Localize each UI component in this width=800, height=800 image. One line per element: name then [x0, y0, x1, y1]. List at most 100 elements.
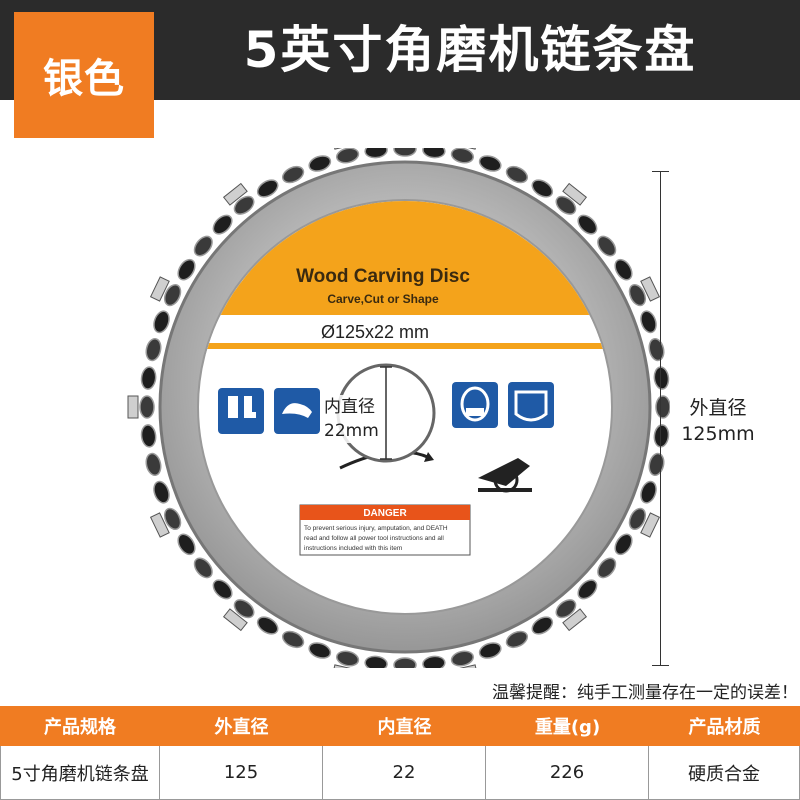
cell-material: 硬质合金 [649, 746, 800, 799]
cell-inner-diameter: 22 [323, 746, 486, 799]
chain-link [555, 195, 577, 215]
chain-link [655, 395, 670, 419]
chain-link [577, 214, 598, 235]
chain-tooth [222, 182, 248, 206]
chain-link [531, 179, 554, 198]
chain-link [555, 599, 577, 619]
chain-link [648, 452, 665, 476]
chain-link [212, 214, 233, 235]
chain-link [233, 599, 255, 619]
chain-link [505, 165, 529, 184]
chain-tooth [127, 395, 139, 419]
boots-icon [218, 388, 264, 434]
disc-brand-title: Wood Carving Disc [296, 266, 470, 287]
header-inner-diameter: 内直径 [377, 717, 432, 738]
chain-link [422, 655, 446, 668]
svg-text:To prevent serious injury, amp: To prevent serious injury, amputation, a… [304, 525, 448, 532]
chain-link [308, 642, 332, 659]
cell-spec: 5寸角磨机链条盘 [0, 746, 160, 799]
chain-link [308, 155, 332, 172]
chain-link [653, 366, 670, 390]
header-material: 产品材质 [688, 717, 761, 738]
chain-link [336, 650, 360, 667]
chain-link [193, 235, 213, 257]
outer-dimension-cap-top [652, 171, 669, 172]
chain-link [648, 338, 665, 362]
chain-tooth [640, 512, 661, 538]
chain-link [153, 310, 170, 334]
chain-link [212, 579, 233, 600]
measurement-notice: 温馨提醒：纯手工测量存在一定的误差！ [492, 683, 798, 703]
chain-link [628, 283, 647, 307]
chain-tooth [149, 276, 170, 302]
page-title: 5英寸角磨机链条盘 [243, 21, 697, 79]
chain-link [478, 155, 502, 172]
chain-link [577, 579, 598, 600]
svg-text:instructions included with thi: instructions included with this item [304, 545, 402, 552]
chain-link [140, 424, 157, 448]
chain-link [336, 148, 360, 164]
chain-link [597, 557, 617, 579]
chain-tooth [332, 664, 357, 668]
chain-link [281, 165, 305, 184]
chain-link [505, 630, 529, 649]
chain-tooth [562, 608, 588, 632]
chain-tooth [222, 608, 248, 632]
chain-link [177, 258, 196, 281]
disc-subtitle: Carve,Cut or Shape [327, 292, 439, 306]
chain-link [393, 148, 417, 157]
outer-dimension-cap-bottom [652, 665, 669, 666]
chain-link [163, 283, 182, 307]
chain-tooth [453, 664, 478, 668]
chain-link [628, 507, 647, 531]
color-tag: 银色 [14, 12, 154, 138]
table-row: 5寸角磨机链条盘 125 22 226 硬质合金 [0, 746, 800, 800]
chain-link [393, 657, 417, 668]
chain-link [145, 338, 162, 362]
chain-link [364, 655, 388, 668]
header-outer-diameter: 外直径 [214, 717, 269, 738]
chain-link [193, 557, 213, 579]
outer-dimension-line [660, 171, 661, 665]
face-shield-icon [508, 382, 554, 428]
chain-link [256, 616, 279, 635]
chain-link [422, 148, 446, 159]
outer-diameter-label: 外直径 125mm [681, 397, 755, 445]
header-weight: 重量(g) [534, 717, 601, 738]
chain-link [153, 480, 170, 504]
header-spec: 产品规格 [44, 717, 116, 738]
chain-link [139, 395, 155, 419]
chain-link [281, 630, 305, 649]
chain-link [640, 480, 657, 504]
cell-outer-diameter: 125 [160, 746, 323, 799]
cell-weight: 226 [486, 746, 649, 799]
chain-link [478, 642, 502, 659]
chain-link [233, 195, 255, 215]
danger-warning: DANGER To prevent serious injury, amputa… [299, 504, 471, 556]
svg-text:read and follow all power tool: read and follow all power tool instructi… [304, 535, 444, 542]
chain-link [614, 533, 633, 556]
chain-link [163, 507, 182, 531]
chain-link [256, 179, 279, 198]
color-tag-label: 银色 [43, 56, 125, 102]
gloves-icon [274, 388, 320, 434]
chain-link [364, 148, 388, 159]
svg-text:DANGER: DANGER [363, 508, 407, 519]
grinder-icon [478, 458, 532, 493]
spec-table-header: 产品规格 外直径 内直径 重量(g) 产品材质 [0, 706, 800, 746]
chain-link [640, 310, 657, 334]
chain-disc-image: Wood Carving Disc Carve,Cut or Shape Ø12… [127, 148, 670, 668]
chain-tooth [562, 182, 588, 206]
chain-link [614, 258, 633, 281]
chain-link [177, 533, 196, 556]
chain-tooth [640, 276, 661, 302]
inner-diameter-label: 内直径 22mm [322, 395, 381, 443]
chain-link [140, 366, 157, 390]
chain-link [450, 148, 474, 164]
mask-icon [452, 382, 498, 428]
chain-link [145, 452, 162, 476]
chain-link [450, 650, 474, 667]
spec-table: 产品规格 外直径 内直径 重量(g) 产品材质 5寸角磨机链条盘 125 22 … [0, 706, 800, 800]
chain-tooth [149, 512, 170, 538]
chain-link [597, 235, 617, 257]
